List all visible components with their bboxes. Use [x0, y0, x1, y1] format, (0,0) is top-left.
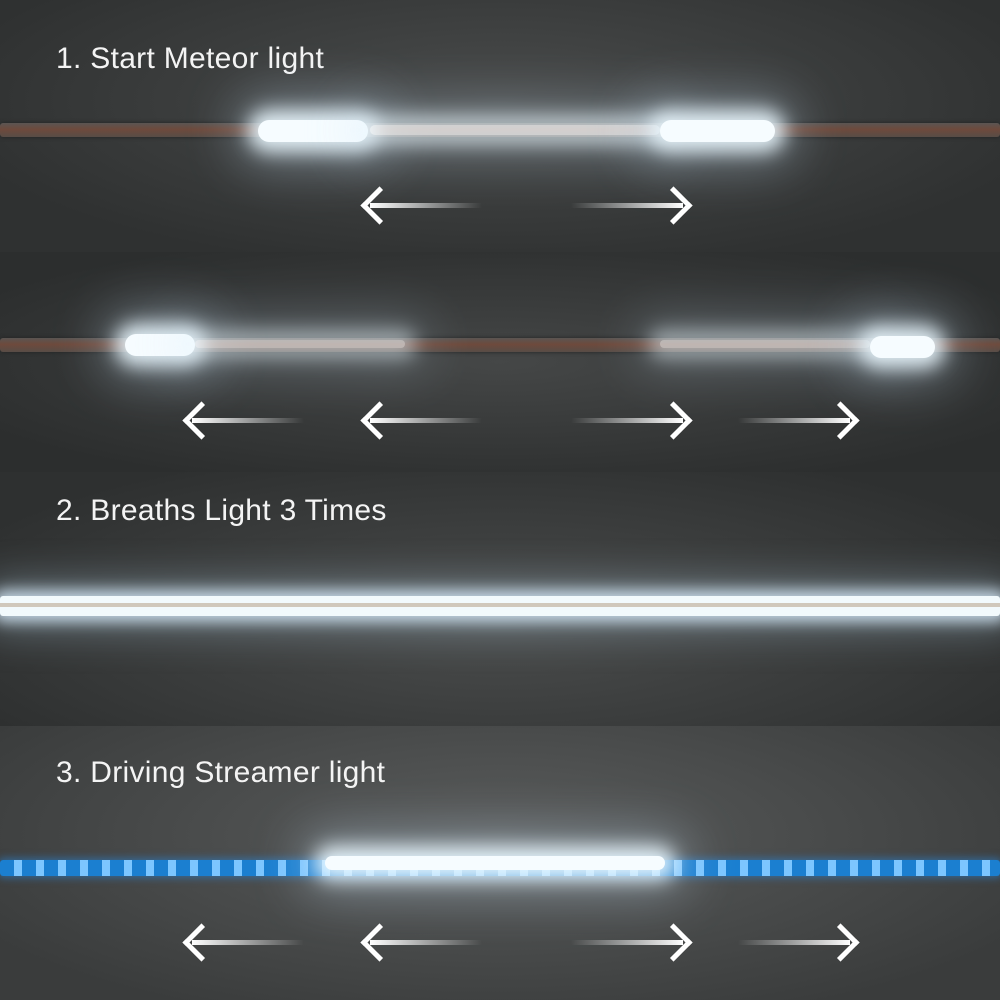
arrow-right-icon	[565, 186, 693, 225]
light-segment	[660, 120, 775, 142]
arrow-left-icon	[360, 923, 488, 962]
section-title-breathing: 2. Breaths Light 3 Times	[56, 494, 387, 527]
light-segment	[325, 856, 665, 870]
meteor-panel-stage-2	[0, 252, 1000, 472]
arrow-right-icon	[565, 923, 693, 962]
arrow-left-icon	[182, 401, 310, 440]
streamer-panel: 3. Driving Streamer light	[0, 726, 1000, 1000]
meteor-panel-stage-1: 1. Start Meteor light	[0, 0, 1000, 252]
arrow-right-icon	[565, 401, 693, 440]
light-segment	[258, 120, 368, 142]
arrow-left-icon	[182, 923, 310, 962]
section-title-meteor: 1. Start Meteor light	[56, 42, 325, 75]
light-segment	[125, 334, 195, 356]
breathing-panel: 2. Breaths Light 3 Times	[0, 472, 1000, 726]
light-segment	[870, 336, 935, 358]
arrow-right-icon	[732, 923, 860, 962]
light-segment	[370, 125, 660, 135]
section-title-streamer: 3. Driving Streamer light	[56, 756, 386, 789]
strip-center-line	[0, 603, 1000, 607]
arrow-left-icon	[360, 401, 488, 440]
light-segment	[195, 340, 405, 348]
arrow-left-icon	[360, 186, 488, 225]
arrow-right-icon	[732, 401, 860, 440]
light-segment	[660, 340, 870, 348]
